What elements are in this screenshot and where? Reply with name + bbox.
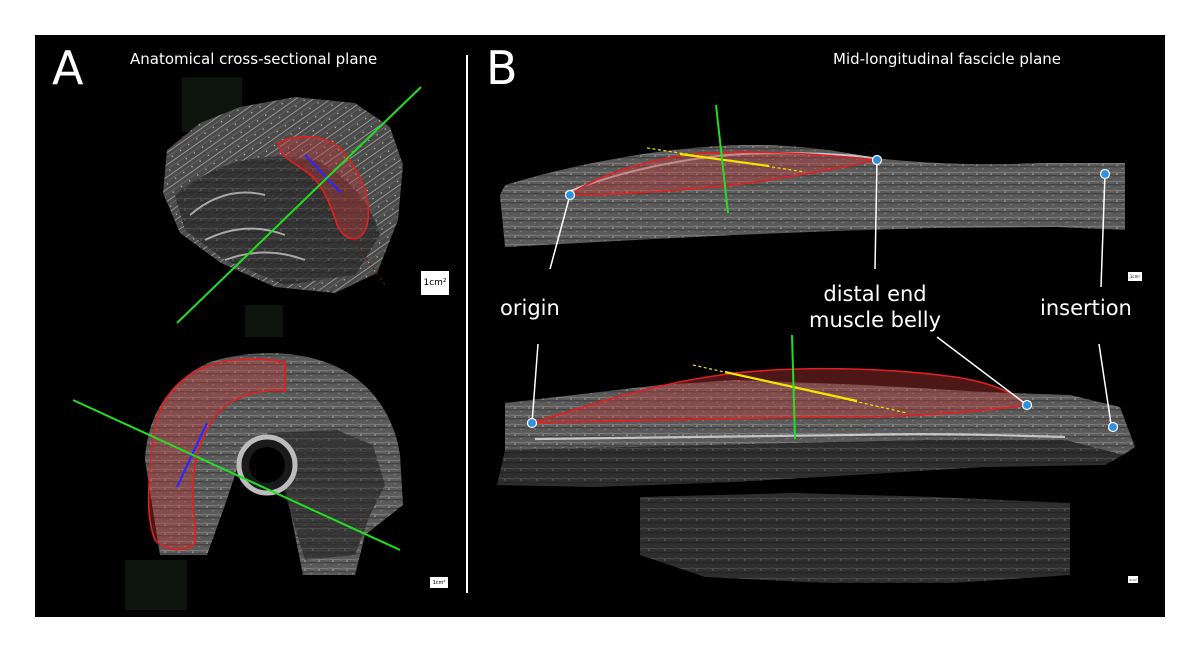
panel-divider (466, 55, 468, 593)
figure: A Anatomical cross-sectional plane B Mid… (35, 35, 1165, 617)
panel-a-top-plane-line (176, 86, 422, 324)
panel-a-bottom-muscle-outline (147, 358, 286, 551)
panel-b-top-image (500, 104, 1125, 288)
panel-a-title: Anatomical cross-sectional plane (130, 50, 378, 68)
panel-b-title: Mid-longitudinal fascicle plane (833, 50, 1062, 68)
panel-b-top-scale-bar: 1cm² (1128, 272, 1142, 281)
distal-end-label-line2: muscle belly (808, 308, 942, 333)
distal-end-marker-top (871, 154, 883, 166)
panel-a-top-thickness-line (304, 154, 342, 194)
panel-a-top-image (163, 77, 422, 324)
panel-b-top-plane-line (715, 104, 729, 214)
panel-a-bottom-image (72, 305, 403, 610)
panel-a-top-muscle-outline (277, 135, 370, 240)
ultrasound-scene (72, 77, 1135, 610)
insertion-marker-top (1099, 168, 1111, 180)
panel-a-bottom-scale-bar: 1cm² (430, 577, 448, 588)
panel-b-bottom-muscle-outline (531, 367, 1029, 424)
distal-end-label-line1: distal end (823, 282, 927, 306)
insertion-marker-bottom (1107, 421, 1119, 433)
distal-end-label: distal end muscle belly (805, 281, 945, 334)
panel-a-top-scale-bar: 1cm² (421, 271, 449, 295)
panel-b-top-fascicle-line (679, 152, 770, 168)
panel-b-bottom-image (497, 334, 1135, 583)
origin-marker-bottom (526, 417, 538, 429)
origin-label: origin (500, 296, 560, 320)
panel-a-bottom-plane-line (72, 399, 401, 551)
insertion-label: insertion (1040, 296, 1132, 320)
panel-a-letter: A (52, 41, 84, 95)
origin-marker-top (564, 189, 576, 201)
panel-b-bottom-scale-bar: 1cm² (1128, 576, 1138, 583)
panel-b-bottom-plane-line (791, 334, 796, 440)
panel-b-letter: B (486, 41, 518, 95)
distal-end-marker-bottom (1021, 399, 1033, 411)
panel-b-bottom-fascicle-line (724, 370, 858, 403)
